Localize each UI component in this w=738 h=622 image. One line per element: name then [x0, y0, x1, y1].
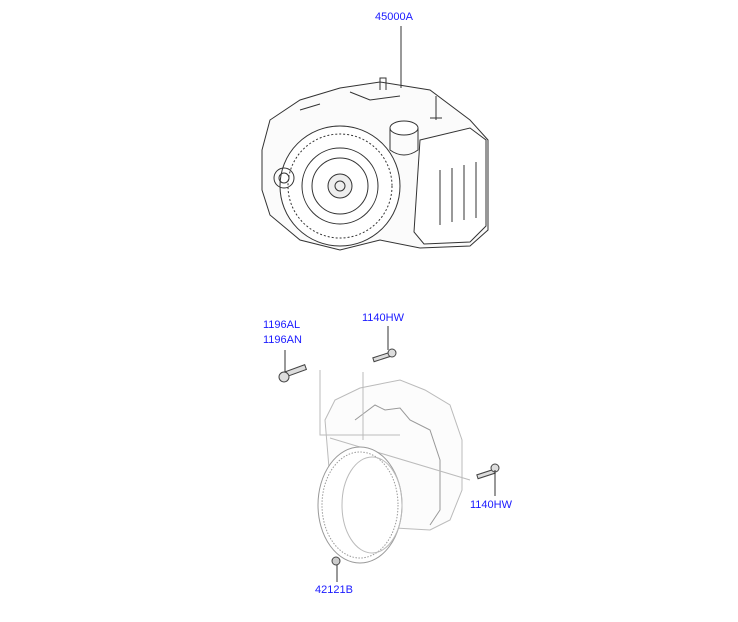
- part-label-1140hw-top[interactable]: 1140HW: [362, 312, 404, 324]
- bolt-1140hw-right-drawing[interactable]: [476, 463, 500, 480]
- flywheel-drawing: [317, 446, 403, 564]
- part-label-42121b[interactable]: 42121B: [315, 584, 353, 596]
- bolt-1196-drawing[interactable]: [278, 364, 308, 383]
- transmission-assembly-drawing[interactable]: [261, 77, 489, 251]
- part-label-1196an[interactable]: 1196AN: [263, 334, 302, 346]
- bolt-1140hw-top-drawing[interactable]: [372, 348, 397, 363]
- plug-42121b-drawing[interactable]: [331, 556, 341, 566]
- part-label-45000a[interactable]: 45000A: [375, 11, 413, 23]
- part-label-1140hw-right[interactable]: 1140HW: [470, 499, 512, 511]
- part-label-1196al[interactable]: 1196AL: [263, 319, 301, 331]
